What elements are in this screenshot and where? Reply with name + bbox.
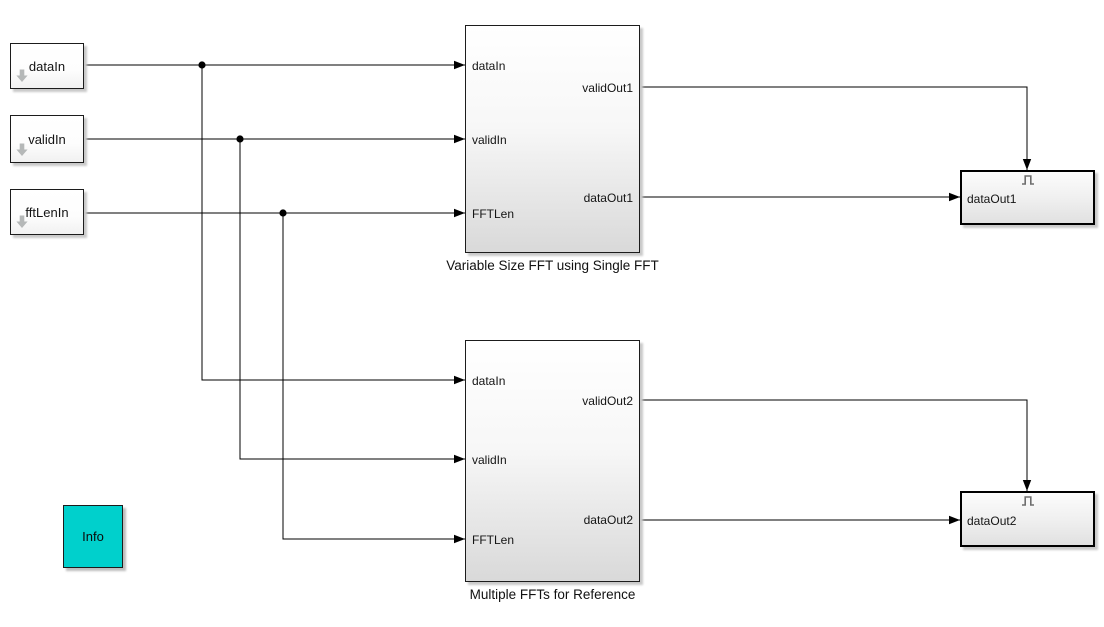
signal-from-workspace-icon <box>15 215 29 232</box>
arrowhead <box>949 192 960 202</box>
arrowhead-down <box>1022 159 1032 170</box>
block-label: dataIn <box>28 58 66 74</box>
port-label-in-dataIn: dataIn <box>472 374 506 388</box>
info-block[interactable]: Info <box>63 505 123 568</box>
port-label-out-validOut1: validOut1 <box>582 81 633 95</box>
wire-dataIn-branch-to-fft2[interactable] <box>201 65 465 381</box>
branch-dot <box>198 61 206 69</box>
arrowhead <box>454 134 465 144</box>
trigger-pulse-icon <box>1020 494 1036 512</box>
arrowhead <box>949 515 960 525</box>
wire-fftLenIn-branch-to-fft2[interactable] <box>282 213 465 540</box>
wire-validOut2-to-dataOut2[interactable] <box>640 399 1028 491</box>
sink-block-dataOut1[interactable]: dataOut1 <box>960 170 1095 225</box>
source-block-validIn[interactable]: validIn <box>10 115 84 163</box>
block-label: fftLenIn <box>25 204 69 220</box>
arrowhead <box>454 534 465 544</box>
port-label-in-validIn: validIn <box>472 453 507 467</box>
port-label-out-validOut2: validOut2 <box>582 394 633 408</box>
port-label-in-dataIn: dataIn <box>472 59 506 73</box>
block-label: dataOut2 <box>967 514 1017 528</box>
port-label-out-dataOut2: dataOut2 <box>583 513 633 527</box>
wire-validIn-branch-to-fft2[interactable] <box>239 139 465 460</box>
trigger-pulse-icon <box>1020 173 1036 191</box>
arrowhead <box>454 454 465 464</box>
arrowhead <box>454 208 465 218</box>
source-block-fftLenIn[interactable]: fftLenIn <box>10 189 84 235</box>
wire-validOut1-to-dataOut1[interactable] <box>640 86 1028 170</box>
block-label: validIn <box>28 131 66 147</box>
signal-from-workspace-icon <box>15 69 29 86</box>
subsystem-multiple-ffts[interactable]: dataIn validIn FFTLen validOut2 dataOut2 <box>465 340 640 582</box>
source-block-dataIn[interactable]: dataIn <box>10 43 84 89</box>
branch-dot <box>236 135 244 143</box>
block-label: dataOut1 <box>967 192 1017 206</box>
branch-dot <box>279 209 287 217</box>
port-label-in-validIn: validIn <box>472 133 507 147</box>
arrowhead <box>454 60 465 70</box>
signal-from-workspace-icon <box>15 143 29 160</box>
port-label-in-FFTLen: FFTLen <box>472 207 515 221</box>
port-label-in-FFTLen: FFTLen <box>472 533 515 547</box>
port-label-out-dataOut1: dataOut1 <box>583 191 633 205</box>
sink-block-dataOut2[interactable]: dataOut2 <box>960 491 1095 547</box>
block-label: Info <box>82 529 104 544</box>
subsystem-title: Variable Size FFT using Single FFT <box>446 258 659 273</box>
arrowhead <box>454 375 465 385</box>
subsystem-variable-size-fft[interactable]: dataIn validIn FFTLen validOut1 dataOut1 <box>465 25 640 253</box>
subsystem-title: Multiple FFTs for Reference <box>469 587 636 602</box>
arrowhead-down <box>1022 480 1032 491</box>
